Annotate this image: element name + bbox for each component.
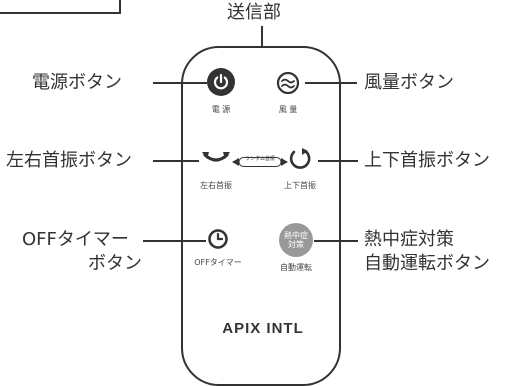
timer-callout: OFFタイマー ボタン [18, 228, 154, 276]
fan-button[interactable] [276, 71, 300, 95]
timer-callout-line1: OFFタイマー [22, 229, 129, 250]
heatstroke-label: 自動運転 [280, 263, 312, 272]
swing-horizontal-button[interactable] [201, 149, 231, 167]
heatstroke-button[interactable]: 熱中症 対策 [279, 223, 313, 257]
timer-label: OFFタイマー [194, 258, 242, 267]
heatstroke-callout-line1: 熱中症対策 [364, 229, 454, 250]
random-swing-label: ランダム首振 [244, 156, 275, 162]
wind-icon [276, 71, 300, 95]
power-callout: 電源ボタン [32, 72, 122, 93]
transmitter-label: 送信部 [227, 2, 281, 23]
swing-horizontal-label: 左右首振 [200, 181, 232, 190]
clock-icon [208, 229, 228, 249]
power-button[interactable] [207, 68, 235, 96]
remote-control-body [181, 46, 341, 386]
random-arrow-icon [232, 157, 288, 167]
timer-leader-line [143, 240, 206, 242]
timer-button[interactable] [207, 228, 229, 250]
swing-horizontal-callout: 左右首振ボタン [6, 150, 132, 171]
timer-callout-line2: ボタン [88, 253, 142, 274]
power-icon [213, 73, 229, 90]
swing-horizontal-leader-line [153, 160, 199, 162]
swing-vertical-icon [289, 148, 311, 169]
brand-logo: APIX INTL [222, 320, 304, 337]
heatstroke-callout: 熱中症対策 自動運転ボタン [364, 228, 490, 276]
heatstroke-badge-line2: 対策 [288, 240, 304, 249]
swing-vertical-label: 上下首振 [284, 181, 316, 190]
fan-callout: 風量ボタン [364, 72, 454, 93]
fan-label: 風 量 [278, 105, 298, 114]
transmitter-leader-line [261, 26, 263, 48]
heatstroke-callout-line2: 自動運転ボタン [364, 253, 490, 274]
corner-frame [0, 0, 121, 14]
swing-vertical-callout: 上下首振ボタン [364, 150, 490, 171]
heatstroke-leader-line [314, 240, 358, 242]
heatstroke-badge-line1: 熱中症 [284, 231, 308, 240]
power-label: 電 源 [211, 105, 231, 114]
swing-horizontal-icon [202, 152, 230, 162]
swing-vertical-button[interactable] [288, 147, 312, 171]
swing-vertical-leader-line [318, 160, 358, 162]
power-leader-line [153, 82, 207, 84]
fan-leader-line [305, 82, 357, 84]
random-swing-connector [231, 153, 289, 167]
